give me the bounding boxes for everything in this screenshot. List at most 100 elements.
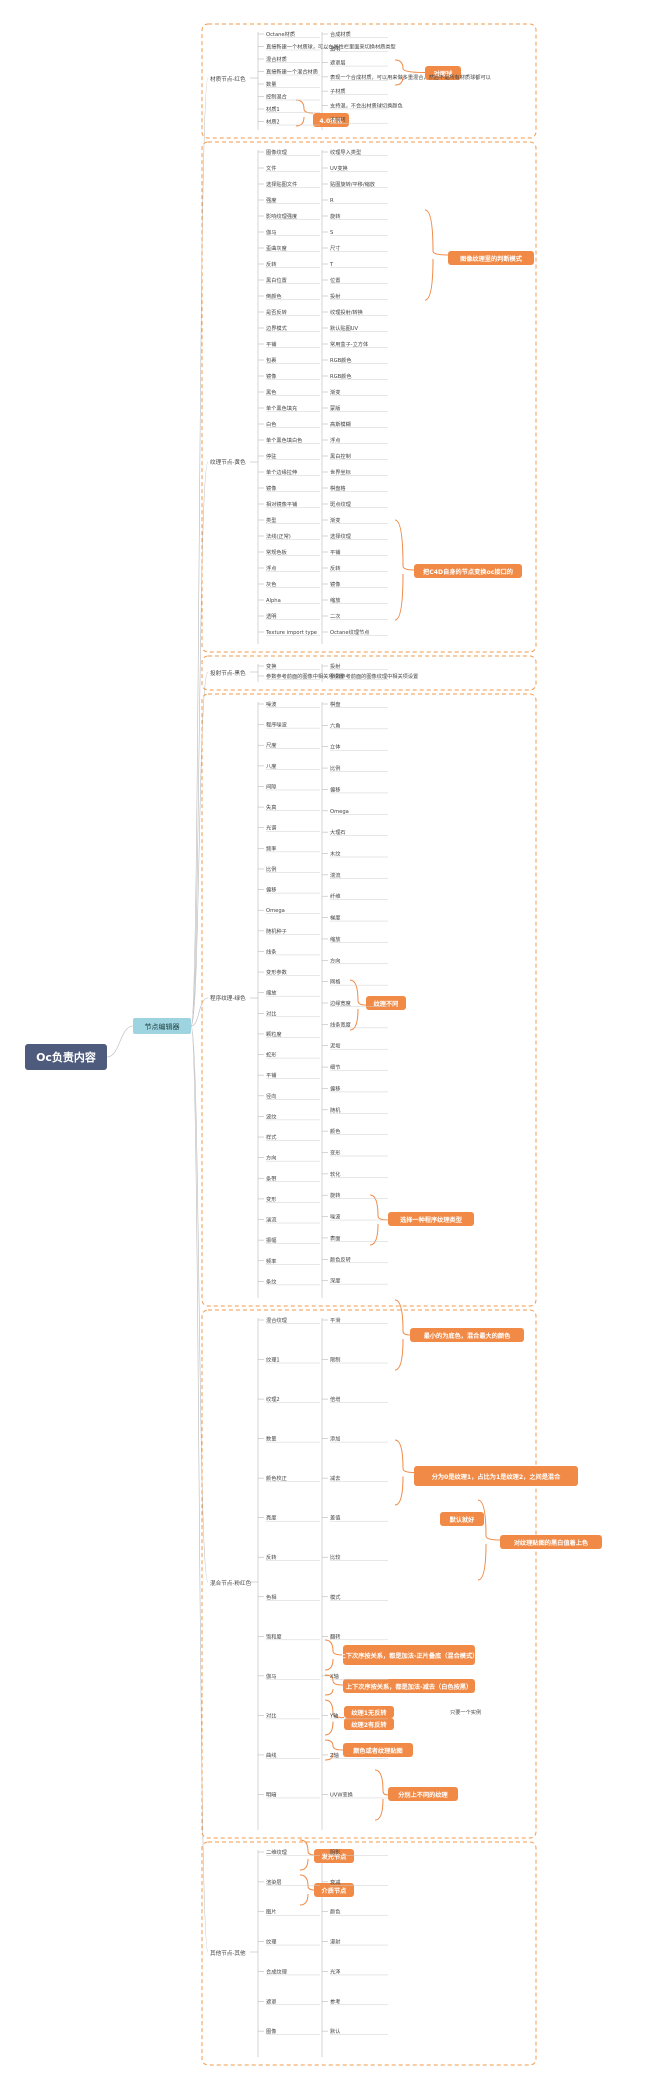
leaf-node: 噪波 <box>330 1213 341 1221</box>
leaf-node: 参考 <box>330 1997 340 2005</box>
group-title-mix: 混合节点-粉红色 <box>210 1579 252 1587</box>
leaf-node: 大理石 <box>330 828 346 836</box>
leaf-node: 对比 <box>266 1711 276 1719</box>
leaf-node: 材质1 <box>266 105 280 113</box>
connector-lines <box>106 32 501 2057</box>
leaf-node: 颗粒度 <box>266 1030 282 1038</box>
leaf-node: 纤维 <box>330 892 340 900</box>
leaf-node: 亮度 <box>266 1514 276 1522</box>
svg-text:图像纹理里的判断模式: 图像纹理里的判断模式 <box>460 255 523 263</box>
leaf-node: 包裹 <box>266 356 276 364</box>
leaf-node: 软化 <box>330 1170 340 1178</box>
leaf-node: 透明 <box>266 612 276 620</box>
leaf-node: Omega <box>266 908 285 914</box>
group-title-projection: 投射节点-黑色 <box>210 669 246 677</box>
leaf-node: 添加 <box>330 1435 340 1443</box>
leaf-node: 黑白控制 <box>330 452 351 460</box>
svg-text:分为0是纹理1，占比为1是纹理2，之间是混合: 分为0是纹理1，占比为1是纹理2，之间是混合 <box>432 1473 561 1481</box>
leaf-node: 倒颜色 <box>266 292 282 300</box>
leaf-node: 比较 <box>330 1553 340 1561</box>
leaf-node: 深度 <box>330 1277 340 1285</box>
leaf-node: 渲染层 <box>266 1878 282 1886</box>
leaf-node: 边界模式 <box>266 324 288 332</box>
leaf-node: 模式 <box>330 1593 341 1601</box>
leaf-node: 合成纹理 <box>266 1967 288 1975</box>
leaf-node: 纹理投射/转换 <box>330 308 364 316</box>
leaf-node: 黑色 <box>266 388 276 396</box>
root-label: Oc负责内容 <box>36 1050 96 1064</box>
leaf-node: 类型 <box>266 516 276 524</box>
leaf-node: 泥垢 <box>330 1042 340 1050</box>
leaf-node: 图片 <box>266 1908 276 1916</box>
leaf-node: 缩放 <box>330 596 341 604</box>
leaf-node: 线条宽度 <box>330 1020 351 1028</box>
leaf-node: 歪曲灰度 <box>266 244 287 252</box>
leaf-node: 随机 <box>330 1106 341 1114</box>
leaf-node: 图像 <box>266 2027 277 2035</box>
leaf-node: 棋盘格 <box>330 484 346 492</box>
leaf-node: 平滑 <box>330 1316 340 1324</box>
svg-text:默认就好: 默认就好 <box>450 1516 476 1524</box>
leaf-node: 程序噪波 <box>266 721 288 729</box>
leaf-node: RGB颜色 <box>330 356 352 364</box>
leaf-node: 反转 <box>266 260 276 268</box>
svg-text:上下次序按关系，都是加法-减去（白色按黑）: 上下次序按关系，都是加法-减去（白色按黑） <box>346 1683 472 1691</box>
leaf-node: 光泽 <box>330 1967 340 1975</box>
leaf-node: 变形 <box>266 1195 277 1203</box>
callout-node: 4.0特有 <box>313 113 349 127</box>
leaf-node: 漫射 <box>330 1938 340 1946</box>
leaf-node: Omega <box>330 809 349 815</box>
leaf-node: 浮点 <box>330 436 340 444</box>
svg-text:介质节点: 介质节点 <box>321 1887 348 1895</box>
leaf-node: 世界坐标 <box>330 468 351 476</box>
hub-label: 节点编辑器 <box>145 1022 180 1031</box>
leaf-node: 颜色校正 <box>266 1474 287 1482</box>
leaf-node: 比例 <box>266 865 276 873</box>
callout-node: 上下次序按关系，都是加法-减去（白色按黑） <box>343 1679 475 1693</box>
leaf-node: 镜像 <box>266 372 277 380</box>
leaf-node: 尺寸 <box>330 244 340 252</box>
leaf-node: 数量 <box>266 1435 276 1443</box>
callout-node: 颜色或者纹理贴图 <box>343 1743 413 1757</box>
leaf-node: 表面 <box>330 1234 340 1242</box>
leaf-node: 混合纹理 <box>266 1316 288 1324</box>
root-node <box>25 1044 107 1070</box>
callout-node: 发光节点 <box>314 1849 354 1863</box>
leaf-node: 缩放 <box>266 989 277 997</box>
svg-text:颜色或者纹理贴图: 颜色或者纹理贴图 <box>353 1747 403 1755</box>
leaf-node: Y轴 <box>329 1711 338 1719</box>
leaf-node: 偏移 <box>330 785 340 793</box>
leaf-node: 偏移 <box>330 1084 340 1092</box>
leaf-node: 差值 <box>330 1514 340 1522</box>
leaf-node: 振幅 <box>266 1236 276 1244</box>
leaf-node: 方向 <box>266 1154 276 1162</box>
leaf-node: 变形参数 <box>266 968 288 976</box>
svg-text:纹理不同: 纹理不同 <box>374 1000 399 1008</box>
leaf-node: UV变换 <box>330 164 349 172</box>
leaf-node: 边缘宽度 <box>330 999 351 1007</box>
leaf-node: 蛇形 <box>266 1051 277 1059</box>
callout-node: 纹理2有反转 <box>344 1718 394 1730</box>
leaf-node: 光谱 <box>266 824 276 832</box>
leaf-node: 平铺 <box>266 340 276 348</box>
leaf-node: 颜色反转 <box>330 1255 351 1263</box>
leaf-node: 六角 <box>330 721 340 729</box>
leaf-node: 对比 <box>266 1009 276 1017</box>
leaf-node: 噪波 <box>266 700 277 708</box>
leaf-node: 投射 <box>330 662 340 670</box>
group-title-material: 材质节点-红色 <box>210 75 246 83</box>
leaf-node: 选择贴图文件 <box>266 180 297 188</box>
leaf-node: 旋转 <box>330 1191 340 1199</box>
leaf-node: 强度 <box>266 196 276 204</box>
leaf-node: 偏移 <box>266 886 276 894</box>
leaf-node: 选择纹理 <box>330 532 352 540</box>
leaf-node: 湍流 <box>266 1216 276 1224</box>
group-frame <box>201 655 537 691</box>
leaf-node: 伽马 <box>266 228 276 236</box>
leaf-node: 遮罩层 <box>330 59 346 67</box>
leaf-node: 默认贴图UV <box>330 324 359 332</box>
leaf-node: 平铺 <box>266 1071 276 1079</box>
leaf-node: 单个黑色填白色 <box>266 436 302 444</box>
leaf-node: 变换 <box>266 662 277 670</box>
